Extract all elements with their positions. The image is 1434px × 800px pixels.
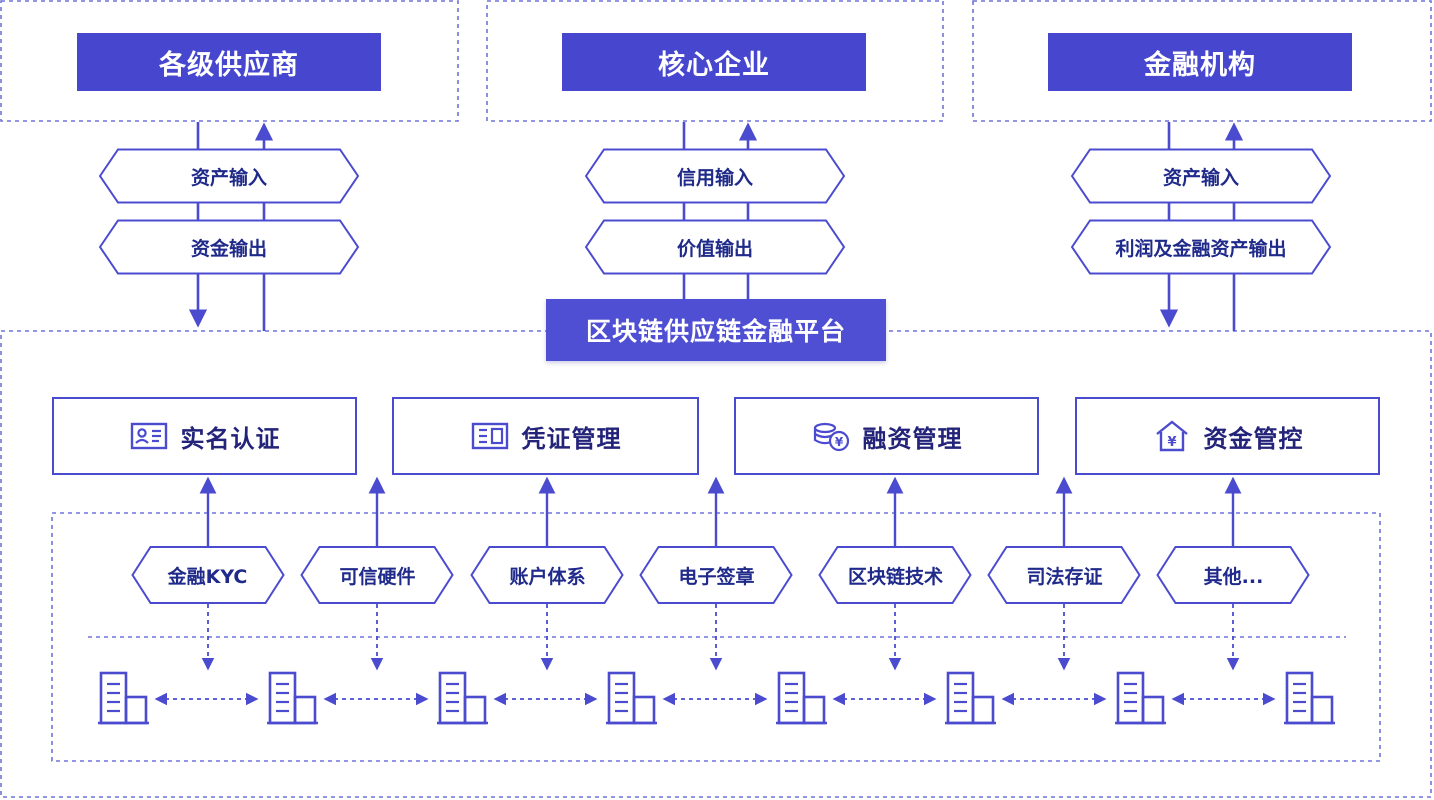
building-icon: [1284, 671, 1335, 725]
building-icon: [437, 671, 488, 725]
feature-label-identity: 实名认证: [180, 424, 281, 453]
building-icon: [1115, 671, 1166, 725]
flow-hexagon: [1070, 219, 1332, 275]
participant-title-core-enterprise: 核心企业: [562, 33, 866, 91]
feature-box-financing: ¥ 融资管理: [734, 397, 1039, 475]
tech-hexagon: [300, 546, 454, 604]
flow-hexagon: [1070, 148, 1332, 204]
building-icon: [606, 671, 657, 725]
participant-frame: [972, 0, 1432, 122]
tech-label-e-signature: 电子签章: [678, 565, 755, 588]
id-card-icon: [130, 422, 167, 450]
feature-label-fund-control: 资金管控: [1203, 424, 1304, 453]
building-icon: [776, 671, 827, 725]
participant-title-suppliers: 各级供应商: [77, 33, 381, 91]
feature-box-fund-control: ¥ 资金管控: [1075, 397, 1380, 475]
vault-house-icon: ¥: [1155, 420, 1188, 452]
tech-label-account-system: 账户体系: [509, 565, 586, 588]
feature-label-financing: 融资管理: [862, 424, 963, 453]
tech-hexagon: [987, 546, 1141, 604]
flow-label-finance-input: 资产输入: [1162, 167, 1239, 189]
building-icon: [267, 671, 318, 725]
tech-label-judicial-evidence: 司法存证: [1026, 565, 1103, 588]
flow-hexagon: [98, 219, 360, 275]
tech-hexagon: [470, 546, 624, 604]
feature-label-voucher: 凭证管理: [521, 424, 622, 453]
flow-label-finance-output: 利润及金融资产输出: [1115, 238, 1287, 260]
feature-box-identity: 实名认证: [52, 397, 357, 475]
building-icon: [945, 671, 996, 725]
document-icon: [471, 422, 508, 450]
participant-frame: [486, 0, 944, 122]
tech-hexagon: [639, 546, 793, 604]
svg-text:¥: ¥: [1167, 435, 1176, 450]
flow-hexagon: [584, 148, 846, 204]
tech-label-blockchain: 区块链技术: [847, 565, 943, 588]
flow-hexagon: [584, 219, 846, 275]
flow-label-suppliers-input: 资产输入: [190, 167, 267, 189]
coins-icon: ¥: [813, 422, 849, 452]
feature-box-voucher: 凭证管理: [392, 397, 699, 475]
flow-label-suppliers-output: 资金输出: [190, 238, 267, 260]
flow-hexagon: [98, 148, 360, 204]
tech-label-trusted-hardware: 可信硬件: [339, 565, 416, 588]
tech-label-others: 其他...: [1203, 565, 1264, 588]
tech-hexagon: [818, 546, 972, 604]
platform-title: 区块链供应链金融平台: [546, 299, 886, 361]
tech-label-kyc: 金融KYC: [167, 565, 248, 588]
tech-hexagon: [131, 546, 285, 604]
svg-text:¥: ¥: [834, 435, 843, 449]
flow-label-core-output: 价值输出: [676, 238, 753, 260]
tech-hexagon: [1156, 546, 1310, 604]
participant-title-financial-institution: 金融机构: [1048, 33, 1352, 91]
flow-label-core-input: 信用输入: [676, 167, 753, 189]
building-icon: [98, 671, 149, 725]
